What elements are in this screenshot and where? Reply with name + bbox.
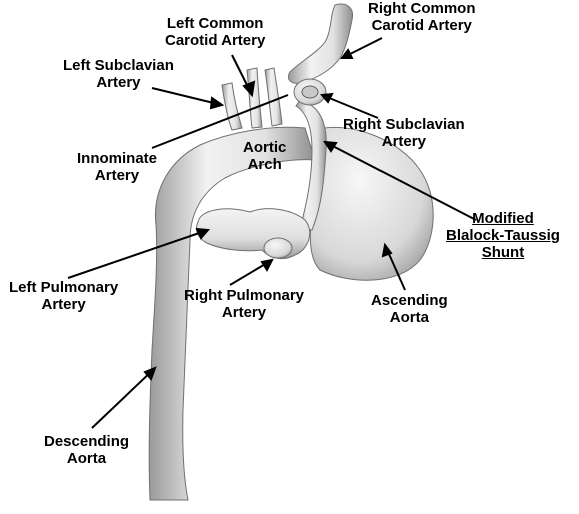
label-line: Aorta xyxy=(44,450,129,467)
label-line: Aorta xyxy=(371,309,448,326)
label-right-common-carotid: Right Common Carotid Artery xyxy=(368,0,475,34)
right-pulmonary-stub xyxy=(264,238,292,258)
arrowhead-left-subclavian xyxy=(211,98,222,108)
label-line: Artery xyxy=(77,167,157,184)
pulmonary-artery-shape xyxy=(196,209,309,259)
label-line: Right Subclavian xyxy=(343,116,465,133)
label-line: Shunt xyxy=(446,244,560,261)
arrowhead-right-subclavian xyxy=(322,94,332,102)
label-right-subclavian: Right Subclavian Artery xyxy=(343,116,465,150)
label-left-pulmonary: Left Pulmonary Artery xyxy=(9,279,118,313)
label-line: Arch xyxy=(243,156,286,173)
label-line: Artery xyxy=(343,133,465,150)
label-line: Artery xyxy=(9,296,118,313)
label-aortic-arch: Aortic Arch xyxy=(243,139,286,173)
label-line: Carotid Artery xyxy=(368,17,475,34)
label-line: Left Pulmonary xyxy=(9,279,118,296)
label-line: Artery xyxy=(184,304,304,321)
right-common-carotid-shape xyxy=(288,4,352,83)
arrowhead-right-pulmonary xyxy=(262,260,272,270)
left-common-carotid-shape xyxy=(247,68,262,128)
left-subclavian-shape xyxy=(222,83,242,130)
label-descending-aorta: Descending Aorta xyxy=(44,433,129,467)
label-modified-bt-shunt: Modified Blalock-Taussig Shunt xyxy=(446,210,560,261)
leader-descending-aorta xyxy=(92,368,155,428)
label-line: Ascending xyxy=(371,292,448,309)
label-line: Left Subclavian xyxy=(63,57,174,74)
innominate-shape xyxy=(265,68,282,126)
label-line: Innominate xyxy=(77,150,157,167)
label-innominate: Innominate Artery xyxy=(77,150,157,184)
label-right-pulmonary: Right Pulmonary Artery xyxy=(184,287,304,321)
ascending-aorta-shape xyxy=(310,127,433,280)
label-left-common-carotid: Left Common Carotid Artery xyxy=(165,15,265,49)
right-subclavian-lumen xyxy=(302,86,318,98)
label-line: Aortic xyxy=(243,139,286,156)
label-ascending-aorta: Ascending Aorta xyxy=(371,292,448,326)
label-line: Modified xyxy=(446,210,560,227)
label-line: Descending xyxy=(44,433,129,450)
label-line: Artery xyxy=(63,74,174,91)
label-line: Right Pulmonary xyxy=(184,287,304,304)
label-line: Left Common xyxy=(165,15,265,32)
label-line: Right Common xyxy=(368,0,475,17)
label-line: Blalock-Taussig xyxy=(446,227,560,244)
label-line: Carotid Artery xyxy=(165,32,265,49)
label-left-subclavian: Left Subclavian Artery xyxy=(63,57,174,91)
